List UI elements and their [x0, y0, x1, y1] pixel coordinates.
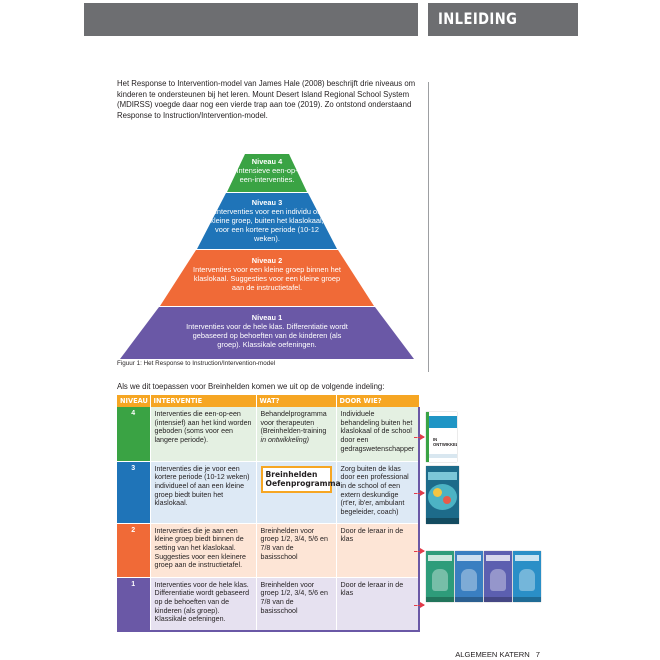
- pyramid-tier-1: Niveau 1 Interventies voor de hele klas.…: [120, 307, 414, 359]
- arrow-to-training-cover: [414, 437, 424, 438]
- cell-door-wie: Door de leraar in de klas: [336, 523, 420, 578]
- header-interventie: INTERVENTIE: [150, 395, 257, 407]
- cell-interventie: Interventies die een-op-een (intensief) …: [150, 407, 257, 462]
- pyramid-tier-4: Niveau 4 Intensieve een-op-een-intervent…: [227, 154, 307, 192]
- arrowhead-icon: [420, 548, 425, 554]
- cell-niveau: 3: [117, 461, 151, 524]
- page-number: 7: [535, 650, 540, 659]
- table-lead-text: Als we dit toepassen voor Breinhelden ko…: [117, 382, 385, 391]
- cell-wat: Breinhelden Oefenprogramma: [256, 461, 341, 524]
- cover-illustration: [428, 484, 457, 510]
- cover-illustration: [490, 569, 506, 591]
- cover-title-band: [515, 555, 539, 561]
- pyramid-tier-2: Niveau 2 Interventies voor een kleine gr…: [160, 250, 374, 306]
- series-book-cover-group-5-6: [484, 551, 512, 602]
- header-wat: WAT?: [256, 395, 337, 407]
- arrowhead-icon: [420, 434, 425, 440]
- tier-level: Niveau 1: [251, 313, 283, 322]
- tier-text: Interventies voor een kleine groep binne…: [193, 265, 341, 292]
- wat-em-text: in ontwikkeling): [260, 436, 310, 445]
- header-bar: [84, 3, 418, 36]
- cell-niveau: 2: [117, 523, 151, 578]
- breinhelden-table: NIVEAU INTERVENTIE WAT? DOOR WIE? 4 Inte…: [117, 395, 420, 632]
- tier-text: Interventies voor de hele klas. Differen…: [186, 322, 348, 349]
- cover-footer: [484, 597, 512, 602]
- header-niveau: NIVEAU: [117, 395, 151, 407]
- wat-text: Behandelprogramma voor therapeuten (Brei…: [260, 410, 327, 436]
- pyramid-tier-3: Niveau 3 Interventies voor een individu …: [197, 193, 337, 249]
- oefenprogramma-book-cover: [426, 466, 459, 524]
- series-book-cover-group-1-2: [426, 551, 454, 602]
- cover-banner: [429, 416, 457, 428]
- arrow-to-series-covers-2: [414, 605, 424, 606]
- cell-wat: Breinhelden voor groep 1/2, 3/4, 5/6 en …: [256, 523, 337, 578]
- cover-footer: [426, 597, 454, 602]
- page-footer: ALGEMEEN KATERN 7: [455, 650, 540, 659]
- cover-footer: [513, 597, 541, 602]
- tier-text: Intensieve een-op-een-interventies.: [236, 166, 298, 184]
- cell-interventie: Interventies voor de hele klas. Differen…: [150, 577, 257, 632]
- tier-level: Niveau 2: [251, 256, 283, 265]
- table-row-niveau-1: 1 Interventies voor de hele klas. Differ…: [117, 577, 420, 632]
- intro-paragraph: Het Response to Intervention-model van J…: [117, 79, 416, 120]
- cover-title-band: [486, 555, 510, 561]
- oefenprogramma-box: Breinhelden Oefenprogramma: [260, 465, 341, 493]
- cover-title-band: [428, 472, 457, 480]
- cover-title-band: [457, 555, 481, 561]
- table-row-niveau-2: 2 Interventies die je aan een kleine gro…: [117, 523, 420, 578]
- training-book-cover: IN ONTWIKKELING: [426, 412, 457, 462]
- column-divider: [428, 82, 429, 372]
- cell-niveau: 4: [117, 407, 151, 462]
- cover-footer: [455, 597, 483, 602]
- section-title: INLEIDING: [438, 9, 518, 28]
- arrowhead-icon: [420, 602, 425, 608]
- cell-wat: Behandelprogramma voor therapeuten (Brei…: [256, 407, 337, 462]
- arrow-to-series-covers-1: [414, 551, 424, 552]
- cell-interventie: Interventies die je aan een kleine groep…: [150, 523, 257, 578]
- cell-niveau: 1: [117, 577, 151, 632]
- section-tab: [428, 3, 578, 36]
- arrowhead-icon: [420, 490, 425, 496]
- tier-text: Interventies voor een individu of kleine…: [210, 207, 324, 243]
- cell-door-wie: Individuele behandeling buiten het klasl…: [336, 407, 420, 462]
- cell-door-wie: Door de leraar in de klas: [336, 577, 420, 632]
- header-door-wie: DOOR WIE?: [336, 395, 420, 407]
- series-book-cover-group-7-8: [513, 551, 541, 602]
- table-header-row: NIVEAU INTERVENTIE WAT? DOOR WIE?: [117, 395, 420, 407]
- footer-label: ALGEMEEN KATERN: [455, 650, 530, 659]
- cover-illustration: [443, 496, 451, 504]
- series-book-cover-group-3-4: [455, 551, 483, 602]
- cell-interventie: Interventies die je voor een kortere per…: [150, 461, 257, 524]
- arrow-to-oefenprogramma-cover: [414, 493, 424, 494]
- cell-door-wie: Zorg buiten de klas door een professiona…: [336, 461, 420, 524]
- cover-illustration: [519, 569, 535, 591]
- cover-stripe: [429, 454, 457, 458]
- cover-illustration: [461, 569, 477, 591]
- rti-pyramid: Niveau 4 Intensieve een-op-een-intervent…: [117, 154, 417, 359]
- tier-level: Niveau 4: [251, 157, 283, 166]
- figure-caption: Figuur 1: Het Response to Instruction/In…: [117, 360, 276, 367]
- cover-footer: [426, 518, 459, 524]
- table-row-niveau-4: 4 Interventies die een-op-een (intensief…: [117, 407, 420, 462]
- cover-illustration: [433, 488, 442, 497]
- cover-illustration: [432, 569, 448, 591]
- cell-wat: Breinhelden voor groep 1/2, 3/4, 5/6 en …: [256, 577, 337, 632]
- tier-level: Niveau 3: [251, 198, 283, 207]
- cover-title-band: [428, 555, 452, 561]
- table-row-niveau-3: 3 Interventies die je voor een kortere p…: [117, 461, 420, 524]
- in-ontwikkeling-label: IN ONTWIKKELING: [433, 437, 457, 447]
